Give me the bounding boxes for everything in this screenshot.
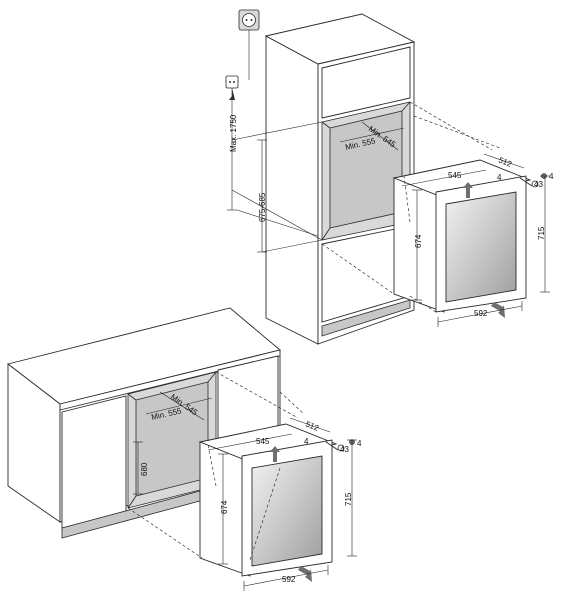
appliance-upper — [392, 159, 547, 313]
lower-dimension-lines — [133, 391, 213, 495]
label-unit-gap: 4 — [497, 173, 502, 182]
upper-installation: Max. 1750 675-685 Min. 555 Min. 545 545 … — [225, 9, 554, 345]
wall-socket-icon — [238, 9, 260, 31]
label-hinge-gap: 4 — [549, 172, 554, 181]
label-max-height: Max. 1750 — [229, 114, 238, 152]
power-plug-icon — [225, 75, 239, 100]
label-door-offset: 43 — [340, 445, 349, 454]
upper-guide-lines — [321, 101, 501, 313]
label-unit-depth: 512 — [304, 420, 320, 434]
lower-installation: Min. 555 Min. 545 680 545 512 4 43 4 674… — [6, 307, 362, 591]
label-unit-width-top: 545 — [448, 171, 462, 180]
airflow-arrow-icon — [491, 302, 505, 318]
label-unit-height: 715 — [344, 492, 353, 506]
label-niche-height: 675-685 — [258, 192, 267, 222]
lower-appliance-dims — [207, 417, 357, 591]
lower-door-hinge-icon — [337, 444, 345, 452]
label-unit-gap: 4 — [304, 437, 309, 446]
airflow-arrow-icon — [270, 446, 280, 462]
label-hinge-gap: 4 — [357, 439, 362, 448]
label-door-offset: 43 — [534, 180, 543, 189]
lower-guide-lines — [127, 371, 305, 561]
label-unit-width: 592 — [474, 309, 488, 318]
label-unit-height: 715 — [537, 226, 546, 240]
label-unit-height-inner: 674 — [220, 500, 229, 514]
tall-cabinet — [264, 13, 416, 345]
airflow-arrow-icon — [298, 566, 312, 582]
airflow-arrow-icon — [463, 182, 473, 198]
label-unit-depth: 512 — [497, 156, 513, 170]
label-unit-width-top: 545 — [256, 437, 270, 446]
label-niche-height: 680 — [140, 462, 149, 476]
upper-appliance-dims — [401, 153, 550, 327]
label-unit-height-inner: 674 — [414, 234, 423, 248]
label-unit-width: 592 — [282, 575, 296, 584]
appliance-lower — [198, 423, 355, 577]
upper-door-hinge-icon — [531, 180, 539, 188]
